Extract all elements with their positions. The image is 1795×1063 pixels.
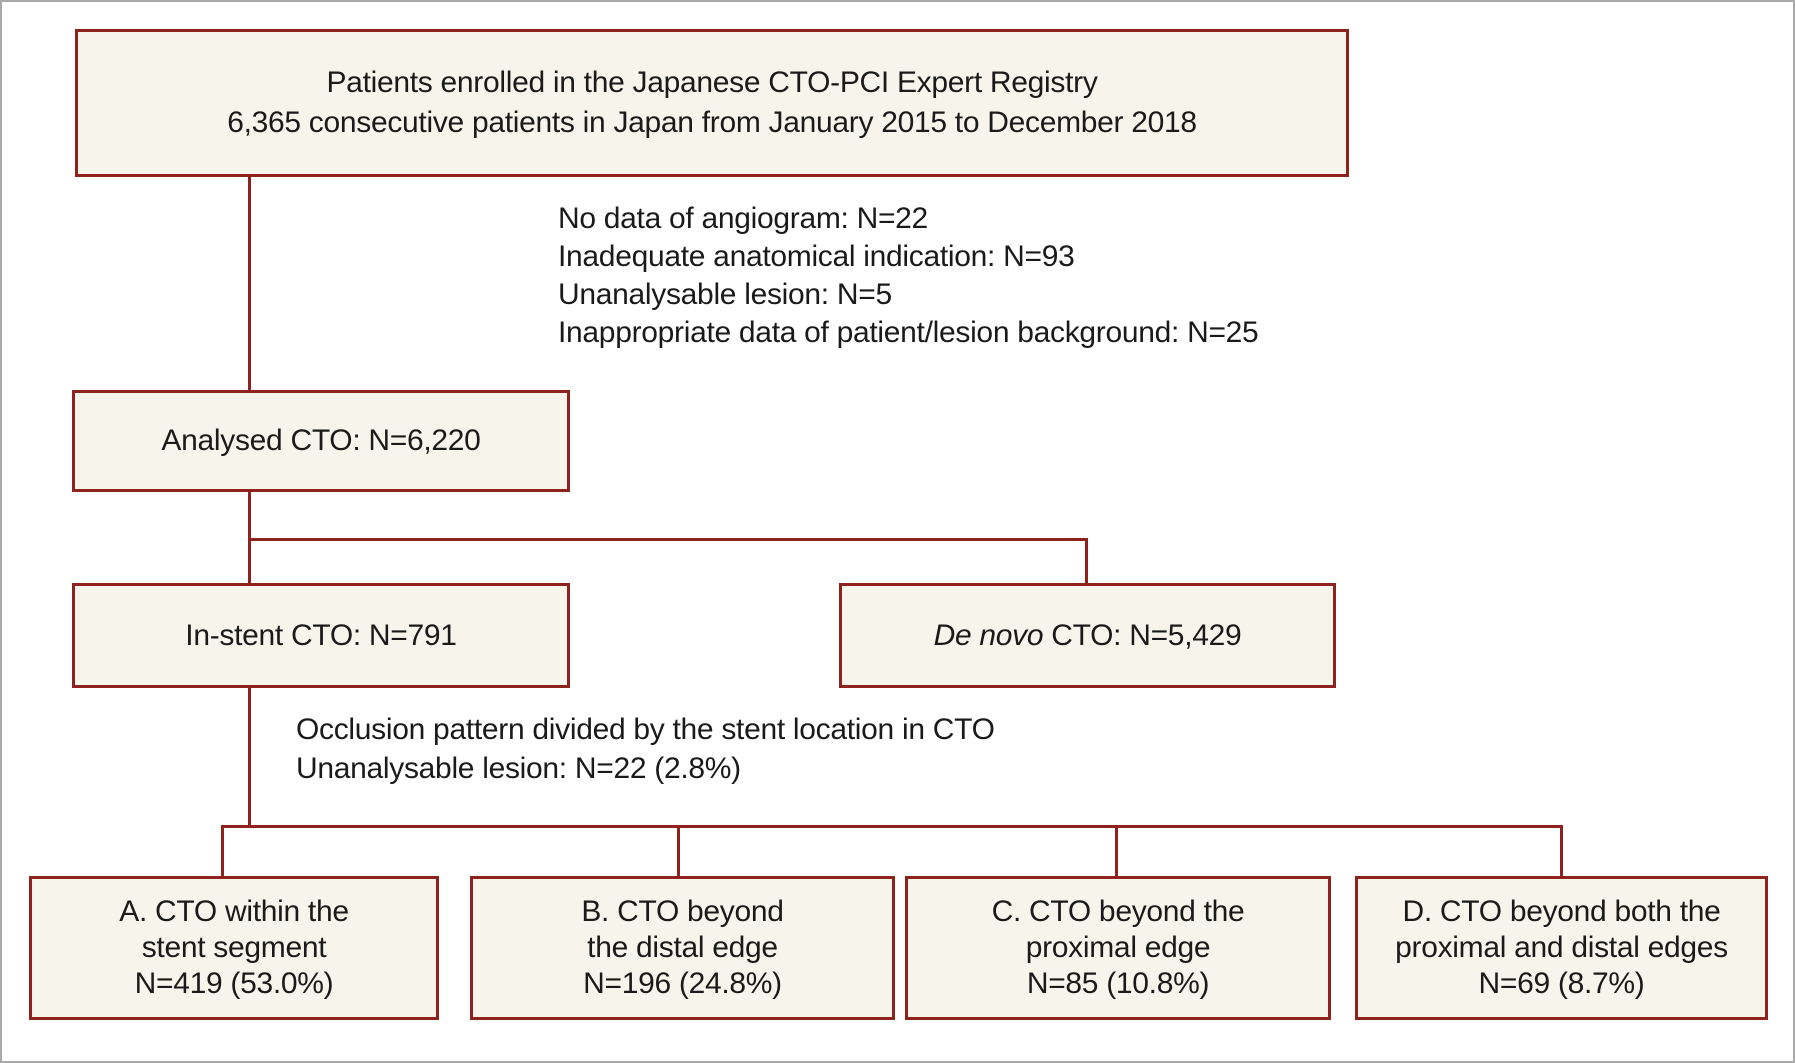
de-novo-rest: CTO: N=5,429 (1043, 618, 1242, 652)
outcome-d-line-1: D. CTO beyond both the (1402, 895, 1721, 928)
outcome-box-c: C. CTO beyond the proximal edge N=85 (10… (905, 876, 1331, 1020)
de-novo-italic: De novo (933, 618, 1044, 652)
outcome-c-line-2: proximal edge (1025, 931, 1211, 964)
enrollment-box: Patients enrolled in the Japanese CTO-PC… (75, 29, 1349, 177)
analysed-cto-label: Analysed CTO: N=6,220 (161, 424, 481, 457)
analysed-cto-box: Analysed CTO: N=6,220 (72, 390, 570, 492)
outcome-d-line-3: N=69 (8.7%) (1478, 967, 1645, 1000)
outcome-a-line-1: A. CTO within the (119, 895, 349, 928)
connector-drop-a (221, 825, 224, 876)
connector-top-to-analysed (248, 177, 251, 390)
outcome-c-line-3: N=85 (10.8%) (1026, 967, 1210, 1000)
connector-analysed-to-instent (248, 492, 251, 583)
connector-branch-to-denovo (1085, 538, 1088, 583)
in-stent-cto-label: In-stent CTO: N=791 (185, 618, 457, 652)
de-novo-cto-box: De novo CTO: N=5,429 (839, 583, 1336, 688)
connector-instent-to-rail (248, 688, 251, 827)
connector-branch-horizontal (248, 538, 1088, 541)
outcome-c-line-1: C. CTO beyond the (991, 895, 1245, 928)
connector-drop-b (677, 825, 680, 876)
in-stent-cto-box: In-stent CTO: N=791 (72, 583, 570, 688)
exclusion-line: Inadequate anatomical indication: N=93 (558, 240, 1075, 273)
outcome-box-d: D. CTO beyond both the proximal and dist… (1355, 876, 1768, 1020)
outcome-box-b: B. CTO beyond the distal edge N=196 (24.… (470, 876, 895, 1020)
occlusion-note-line-2: Unanalysable lesion: N=22 (2.8%) (296, 752, 741, 785)
outcome-b-line-2: the distal edge (587, 931, 778, 964)
enrollment-line-2: 6,365 consecutive patients in Japan from… (227, 106, 1197, 139)
exclusion-line: Unanalysable lesion: N=5 (558, 278, 892, 311)
connector-rail-horizontal (221, 825, 1563, 828)
de-novo-cto-label: De novo CTO: N=5,429 (934, 616, 1242, 656)
outcome-a-line-3: N=419 (53.0%) (134, 967, 334, 1000)
connector-drop-d (1560, 825, 1563, 876)
outcome-b-line-1: B. CTO beyond (581, 895, 784, 928)
enrollment-line-1: Patients enrolled in the Japanese CTO-PC… (326, 66, 1098, 99)
outcome-box-a: A. CTO within the stent segment N=419 (5… (29, 876, 439, 1020)
exclusion-line: Inappropriate data of patient/lesion bac… (558, 316, 1259, 349)
outcome-b-line-3: N=196 (24.8%) (583, 967, 782, 1000)
exclusion-line: No data of angiogram: N=22 (558, 202, 928, 235)
outcome-a-line-2: stent segment (141, 931, 327, 964)
exclusion-notes: No data of angiogram: N=22 Inadequate an… (558, 200, 1259, 352)
occlusion-note-line-1: Occlusion pattern divided by the stent l… (296, 713, 995, 746)
connector-drop-c (1115, 825, 1118, 876)
outcome-d-line-2: proximal and distal edges (1395, 931, 1728, 964)
occlusion-pattern-note: Occlusion pattern divided by the stent l… (296, 710, 995, 788)
